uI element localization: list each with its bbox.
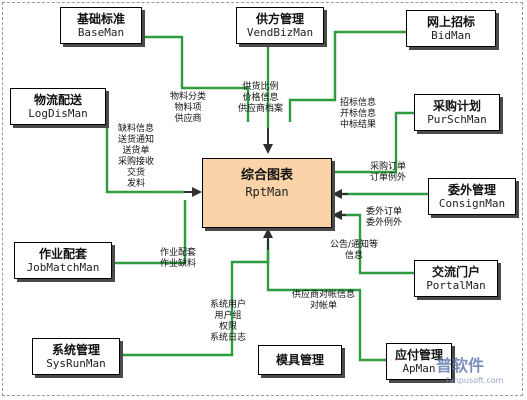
label-log: 缺料信息送货通知送货单采购接收交货发料 [118, 124, 154, 190]
edge-label-line: 招标信息 [340, 98, 377, 108]
edge-label-line: 信息 [345, 251, 364, 261]
edge-label-line: 对帐单 [310, 301, 338, 311]
node-portalman-cn: 交流门户 [431, 265, 480, 279]
node-logdisman: 物流配送 LogDisMan [10, 88, 106, 125]
node-apman-en: ApMan [402, 362, 436, 375]
edge-portalman-rptman [334, 213, 414, 275]
node-rptman: 综合图表 RptMan [202, 158, 332, 228]
node-jobmatchman: 作业配套 JobMatchMan [14, 242, 112, 279]
edge-baseman-rptman [142, 35, 250, 122]
edge-label-line: 交货 [127, 168, 146, 178]
node-jobmatchman-cn: 作业配套 [38, 247, 87, 261]
edge-label-line: 委外例外 [366, 218, 403, 228]
node-portalman: 交流门户 PortalMan [414, 260, 498, 297]
node-baseman-en: BaseMan [77, 26, 125, 39]
label-pur: 采购订单订单例外 [370, 162, 406, 184]
node-purschman-en: PurSchMan [427, 113, 487, 126]
node-rptman-en: RptMan [245, 185, 289, 199]
edge-label-line: 系统日志 [210, 333, 247, 343]
node-vendbizman: 供方管理 VendBizMan [236, 7, 324, 44]
node-consignman-cn: 委外管理 [447, 183, 496, 197]
edge-label-line: 物料项 [174, 103, 202, 113]
edge-label-line: 价格信息 [242, 93, 279, 103]
edge-label-line: 公告/通知等 [330, 240, 379, 250]
label-portal: 公告/通知等信息 [330, 240, 378, 262]
edge-label-line: 采购订单 [370, 162, 407, 172]
edge-jobmatchman-rptman [113, 200, 187, 265]
node-bidman-cn: 网上招标 [426, 15, 475, 29]
node-apman: 应付管理 ApMan [386, 343, 452, 380]
node-vendbizman-en: VendBizMan [246, 26, 314, 39]
edge-label-line: 缺料信息 [118, 124, 155, 134]
node-mold: 模具管理 [258, 345, 342, 375]
node-portalman-en: PortalMan [426, 279, 486, 292]
node-bidman-en: BidMan [431, 29, 471, 42]
edge-purschman-rptman [332, 111, 416, 174]
node-baseman: 基础标准 BaseMan [60, 7, 142, 44]
edge-label-line: 系统用户 [210, 300, 247, 310]
node-mold-cn: 模具管理 [275, 353, 324, 367]
edge-label-line: 送货通知 [118, 135, 155, 145]
edge-label-line: 订单例外 [370, 173, 407, 183]
edge-label-line: 采购接收 [118, 157, 155, 167]
node-logdisman-en: LogDisMan [28, 107, 88, 120]
node-jobmatchman-en: JobMatchMan [26, 261, 100, 274]
diagram-frame [2, 2, 523, 396]
label-vend: 供货比例价格信息供应商档案 [238, 82, 283, 115]
node-sysrunman: 系统管理 SysRunMan [32, 338, 120, 375]
label-base: 物料分类物料项供应商 [170, 92, 206, 125]
node-apman-cn: 应付管理 [394, 348, 443, 362]
edge-label-line: 作业缺料 [160, 259, 197, 269]
watermark-url: fanpusoft.com [446, 376, 504, 385]
edge-label-line: 委外订单 [366, 207, 403, 217]
node-logdisman-cn: 物流配送 [33, 93, 82, 107]
node-purschman: 采购计划 PurSchMan [414, 94, 500, 131]
label-job: 作业配套作业缺料 [160, 248, 196, 270]
edge-logdisman-rptman [105, 108, 184, 194]
watermark-text: 普软件 [436, 356, 485, 375]
node-rptman-cn: 综合图表 [240, 168, 293, 183]
edge-label-line: 权限 [219, 322, 238, 332]
edge-label-line: 用户组 [214, 311, 242, 321]
edge-label-line: 作业配套 [160, 248, 197, 258]
edge-label-line: 供应商 [174, 114, 202, 124]
edge-bidman-rptman [288, 30, 408, 122]
node-consignman: 委外管理 ConsignMan [428, 178, 516, 215]
node-bidman: 网上招标 BidMan [406, 10, 496, 47]
edge-label-line: 开标信息 [340, 109, 377, 119]
edge-label-line: 发料 [127, 179, 146, 189]
node-purschman-cn: 采购计划 [432, 99, 481, 113]
edge-label-line: 供应商对帐信息 [292, 290, 356, 300]
node-sysrunman-en: SysRunMan [46, 357, 106, 370]
node-consignman-en: ConsignMan [438, 197, 506, 210]
edge-label-line: 送货单 [122, 146, 150, 156]
edge-label-line: 中标结果 [340, 120, 377, 130]
label-bid: 招标信息开标信息中标结果 [340, 98, 376, 131]
node-vendbizman-cn: 供方管理 [255, 12, 304, 26]
label-sys: 系统用户用户组权限系统日志 [210, 300, 246, 344]
label-consign: 委外订单委外例外 [366, 207, 402, 229]
node-sysrunman-cn: 系统管理 [51, 343, 100, 357]
label-ap: 供应商对帐信息对帐单 [292, 290, 355, 312]
edge-label-line: 供货比例 [242, 82, 279, 92]
edge-label-line: 供应商档案 [238, 104, 284, 114]
node-baseman-cn: 基础标准 [76, 12, 125, 26]
edge-apman-rptman [266, 250, 390, 362]
watermark: 普软件 fanpusoft.com [428, 352, 524, 396]
edge-label-line: 物料分类 [170, 92, 207, 102]
